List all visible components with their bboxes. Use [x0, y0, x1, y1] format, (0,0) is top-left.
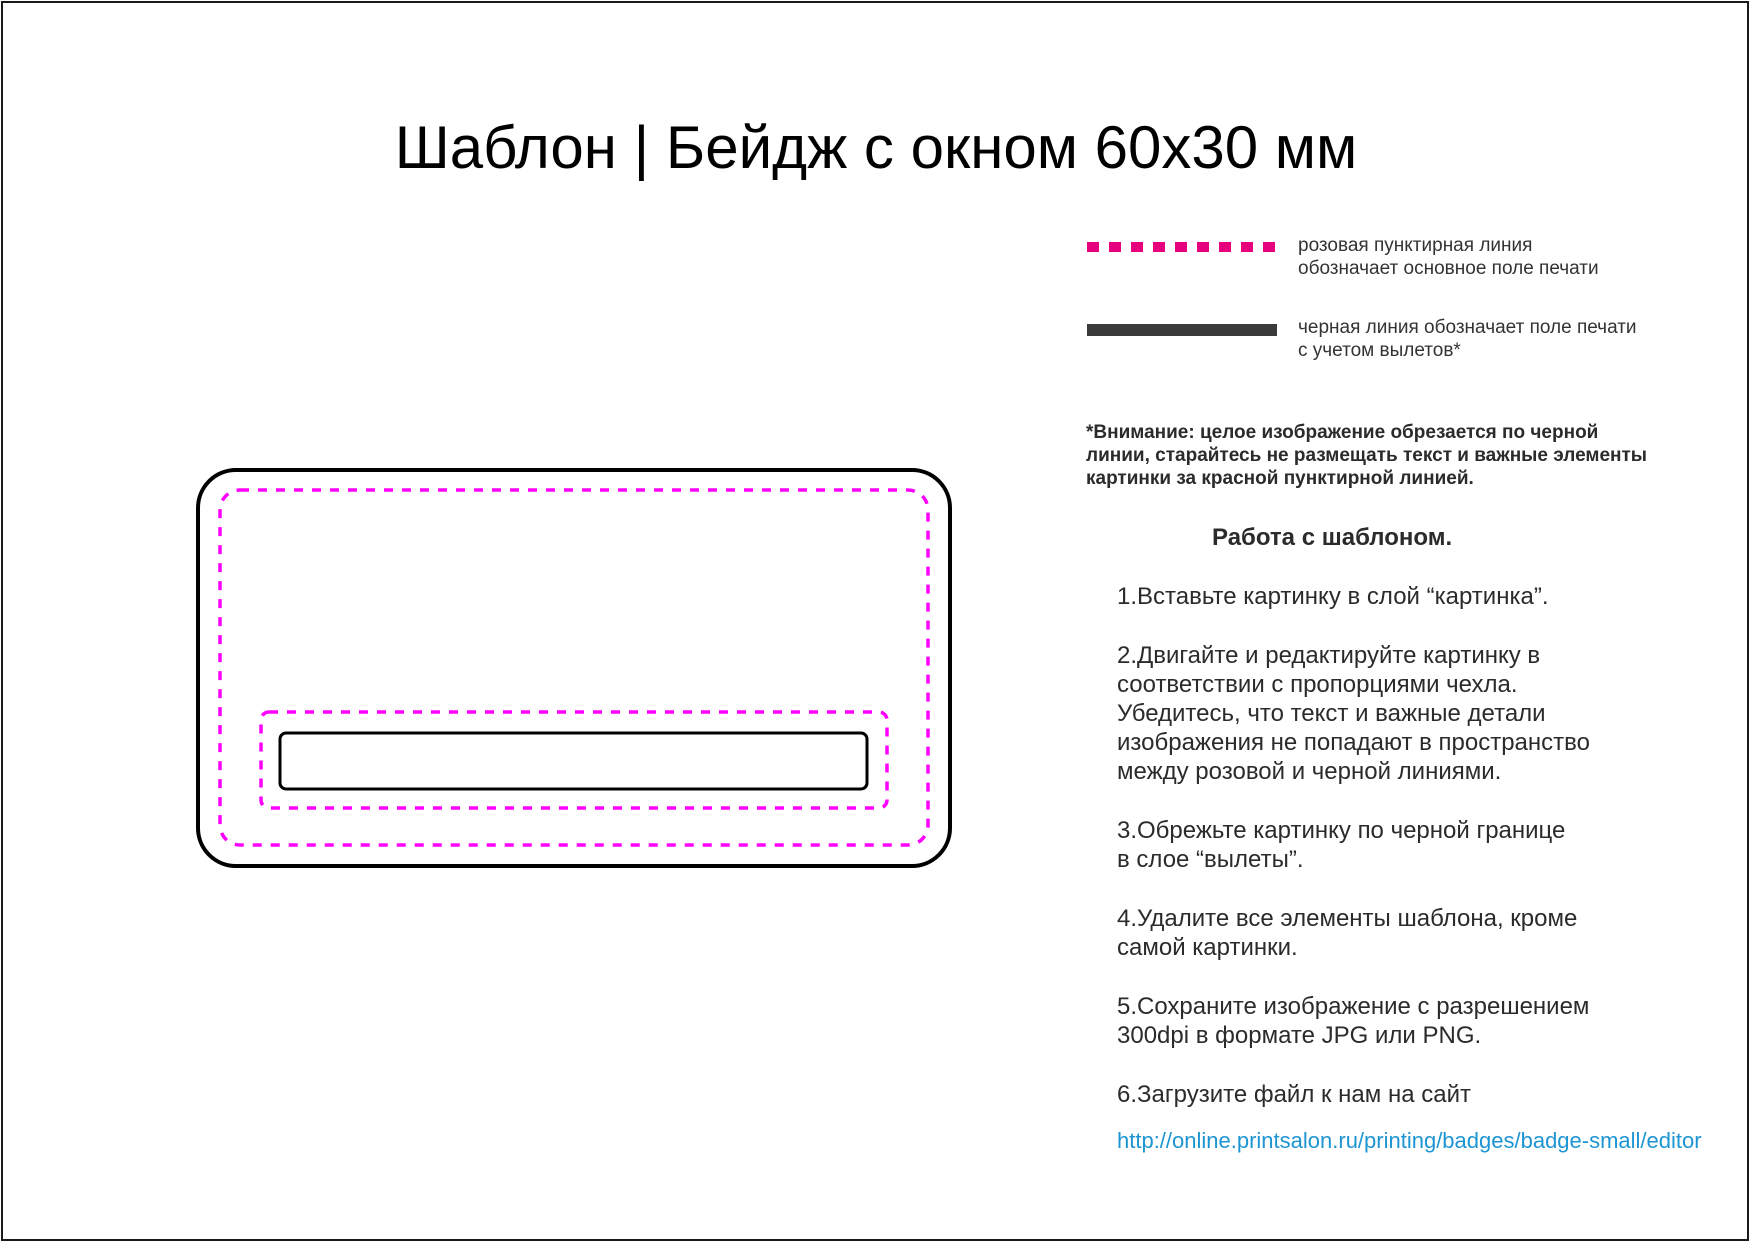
step-4-line-1: 4.Удалите все элементы шаблона, кроме	[1117, 905, 1578, 932]
warning-line-1: *Внимание: целое изображение обрезается …	[1086, 422, 1599, 443]
step-4: 4.Удалите все элементы шаблона, кроме са…	[1117, 904, 1737, 962]
legend-pink-line-1: розовая пунктирная линия	[1298, 235, 1533, 256]
step-2-line-1: 2.Двигайте и редактируйте картинку в	[1117, 642, 1541, 669]
pink-dashed-line-swatch	[1087, 242, 1277, 252]
warning-line-3: картинки за красной пунктирной линией.	[1086, 468, 1474, 489]
step-2-line-4: изображения не попадают в пространство	[1117, 729, 1590, 756]
step-1: 1.Вставьте картинку в слой “картинка”.	[1117, 582, 1737, 611]
badge-bleed-outline	[196, 468, 952, 868]
step-4-line-2: самой картинки.	[1117, 934, 1298, 961]
step-6: 6.Загрузите файл к нам на сайт	[1117, 1080, 1737, 1109]
step-5: 5.Сохраните изображение с разрешением 30…	[1117, 992, 1737, 1050]
legend-black-line-2: с учетом вылетов*	[1298, 340, 1461, 361]
black-line-legend-text: черная линия обозначает поле печати с уч…	[1298, 316, 1637, 362]
pink-line-legend-text: розовая пунктирная линия обозначает осно…	[1298, 234, 1599, 280]
step-2-line-3: Убедитесь, что текст и важные детали	[1117, 700, 1546, 727]
step-1-line-1: 1.Вставьте картинку в слой “картинка”.	[1117, 583, 1549, 610]
black-line-swatch	[1087, 324, 1277, 336]
legend-black-line-1: черная линия обозначает поле печати	[1298, 317, 1637, 338]
instructions-steps: 1.Вставьте картинку в слой “картинка”. 2…	[1117, 582, 1737, 1139]
page-title: Шаблон | Бейдж с окном 60х30 мм	[394, 114, 1358, 181]
window-cutout-outline	[278, 731, 869, 791]
step-6-line-1: 6.Загрузите файл к нам на сайт	[1117, 1081, 1471, 1108]
warning-note: *Внимание: целое изображение обрезается …	[1086, 421, 1726, 490]
step-3-line-2: в слое “вылеты”.	[1117, 846, 1304, 873]
step-2-line-5: между розовой и черной линиями.	[1117, 758, 1502, 785]
step-5-line-2: 300dpi в формате JPG или PNG.	[1117, 1022, 1482, 1049]
step-3: 3.Обрежьте картинку по черной границе в …	[1117, 816, 1737, 874]
step-5-line-1: 5.Сохраните изображение с разрешением	[1117, 993, 1590, 1020]
editor-link[interactable]: http://online.printsalon.ru/printing/bad…	[1117, 1128, 1702, 1153]
step-2-line-2: соответствии с пропорциями чехла.	[1117, 671, 1518, 698]
badge-safe-zone-outline	[218, 488, 930, 847]
legend-pink-line-2: обозначает основное поле печати	[1298, 258, 1599, 279]
step-2: 2.Двигайте и редактируйте картинку в соо…	[1117, 641, 1737, 786]
step-3-line-1: 3.Обрежьте картинку по черной границе	[1117, 817, 1566, 844]
warning-line-2: линии, старайтесь не размещать текст и в…	[1086, 445, 1648, 466]
instructions-title: Работа с шаблоном.	[1212, 524, 1453, 551]
